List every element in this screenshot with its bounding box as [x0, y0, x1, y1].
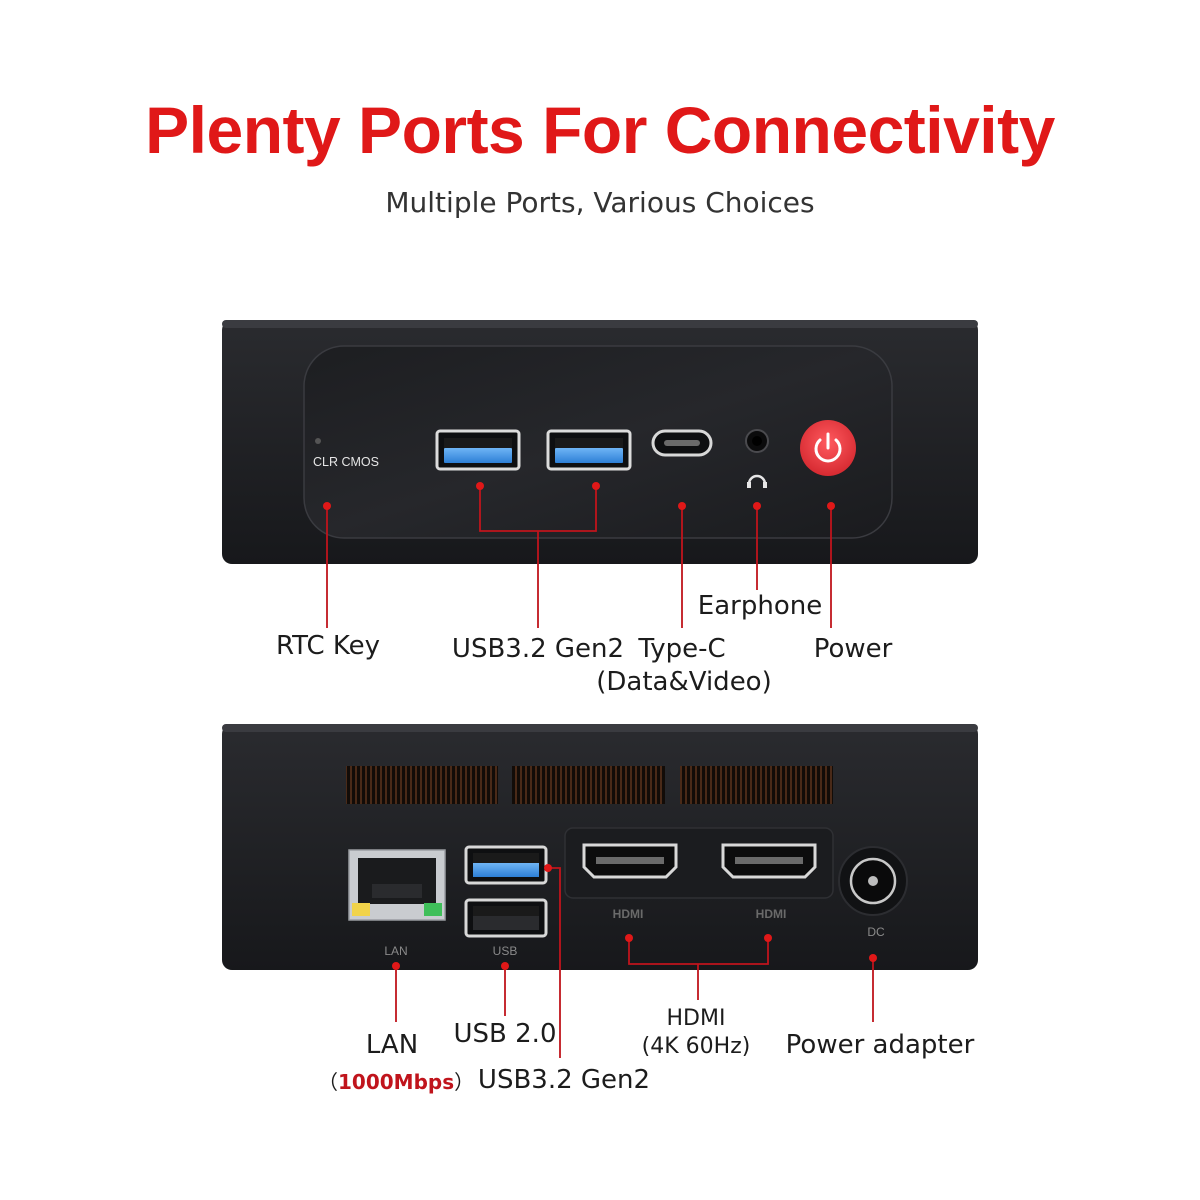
hdmi-silk-label-1: HDMI — [613, 907, 644, 921]
lan-speed-label: （1000Mbps） — [318, 1066, 474, 1095]
page-subtitle: Multiple Ports, Various Choices — [385, 186, 815, 219]
rtc-key-label: RTC Key — [275, 631, 381, 661]
hdmi-port-1[interactable] — [582, 843, 678, 879]
clr-cmos-label: CLR CMOS — [313, 455, 379, 469]
hdmi-port-2[interactable] — [721, 843, 817, 879]
earphone-label: Earphone — [697, 591, 823, 621]
vent-grilles — [346, 766, 833, 804]
power-adapter-label: Power adapter — [785, 1030, 975, 1060]
page-title: Plenty Ports For Connectivity — [145, 93, 1055, 167]
hdmi-silk-label-2: HDMI — [756, 907, 787, 921]
hdmi-label-line2: (4K 60Hz) — [641, 1034, 751, 1059]
back-callout-lines — [395, 867, 874, 1058]
dc-silk-label: DC — [867, 925, 885, 939]
front-callout-dots — [323, 482, 835, 510]
typec-label-line1: Type-C — [638, 634, 726, 664]
back-usb32-port[interactable] — [464, 845, 548, 885]
lan-speed-open: （ — [318, 1070, 338, 1094]
dc-jack[interactable] — [838, 846, 908, 916]
back-usb20-port[interactable] — [464, 898, 548, 938]
headset-icon — [747, 474, 767, 488]
lan-speed-value: 1000Mbps — [338, 1070, 455, 1094]
front-callout-lines — [326, 486, 832, 628]
front-usb32-port-1[interactable] — [435, 429, 521, 471]
typec-label-line2: (Data&Video) — [596, 667, 772, 697]
usb-silk-label: USB — [493, 944, 518, 958]
lan-port[interactable] — [348, 849, 446, 921]
power-icon — [814, 432, 842, 463]
clr-cmos-hole — [315, 438, 321, 444]
power-label: Power — [813, 634, 893, 664]
front-usb32-port-2[interactable] — [546, 429, 632, 471]
back-usb32-label: USB3.2 Gen2 — [477, 1065, 651, 1095]
earphone-jack[interactable] — [745, 429, 769, 453]
lan-silk-label: LAN — [384, 944, 407, 958]
front-usb32-label: USB3.2 Gen2 — [451, 634, 625, 664]
lan-label: LAN — [365, 1030, 419, 1060]
hdmi-label-line1: HDMI — [666, 1006, 726, 1031]
usb20-label: USB 2.0 — [453, 1019, 557, 1049]
typec-port[interactable] — [651, 429, 713, 457]
back-callout-dots — [392, 864, 877, 970]
lan-speed-close: ） — [454, 1070, 475, 1094]
power-button[interactable] — [800, 420, 856, 476]
